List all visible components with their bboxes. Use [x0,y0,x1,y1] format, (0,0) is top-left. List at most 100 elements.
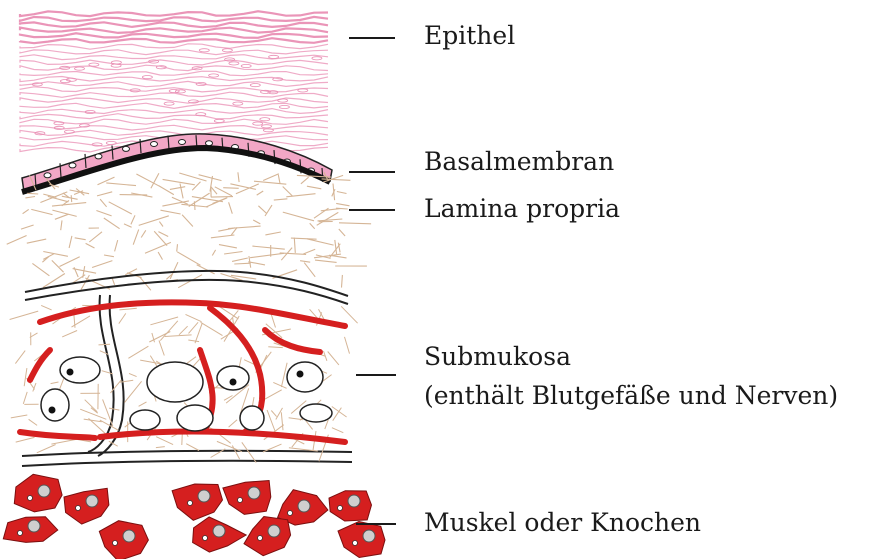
lamina-fiber [104,255,114,257]
submukosa-fiber [24,368,27,386]
muscle-nucleus [203,536,208,541]
lamina-fiber [212,250,215,256]
lamina-fiber [265,232,280,235]
lamina-fiber [151,173,159,188]
lamina-fiber [229,202,233,213]
lamina-fiber [23,209,29,213]
submukosa-fiber [186,444,199,451]
lamina-fiber [112,278,115,285]
lamina-fiber [115,240,118,251]
lamina-fiber [52,260,64,272]
muscle-nucleus [18,531,23,536]
epithel-cell [279,105,289,108]
fat-cell [217,366,249,390]
lamina-fiber [294,238,295,253]
submukosa-fiber [182,433,183,445]
submukosa-fiber [156,447,165,448]
pointer-basalmembran [349,171,395,173]
lamina-fiber [100,199,107,207]
submukosa-fiber [51,382,59,384]
muscle-nucleus [28,496,33,501]
lamina-fiber [7,236,27,245]
lamina-fiber [336,203,349,205]
epithel-strand [20,50,328,55]
epithel-cell [111,61,121,64]
label-basalmembran: Basalmembran [424,147,614,177]
muscle-dot [248,487,260,499]
submukosa-fiber [332,428,343,433]
lamina-fiber [158,252,162,260]
lamina-fiber [283,212,314,221]
epithel-cell [229,62,239,65]
submukosa-fiber [119,308,136,310]
lamina-fiber [177,252,200,265]
submukosa-fiber [16,437,35,442]
basal-cell-nucleus [151,142,158,147]
epithel-strand [20,38,328,43]
submukosa-fiber [271,411,276,417]
lamina-fiber [158,232,168,237]
lamina-fiber [253,220,260,224]
submukosa-fiber [99,344,111,345]
muscle-dot [28,520,40,532]
submukosa-fiber [341,306,357,323]
lamina-fiber [310,223,315,229]
lamina-fiber [52,203,86,207]
lamina-fiber [163,179,195,184]
epithel-cell [214,119,224,122]
submukosa-fiber [10,311,39,319]
lamina-fiber [177,244,178,251]
lamina-fiber [254,181,286,184]
epithel-strand [20,11,328,16]
submukosa-fiber [23,392,27,404]
submukosa-fiber [165,335,192,337]
submukosa-fiber [229,420,238,427]
lamina-fiber [106,183,136,186]
epithel-cell [269,55,279,58]
lamina-fiber [141,230,146,237]
submukosa-fiber [328,352,339,365]
pointer-epithel [349,37,395,39]
lamina-fiber [211,197,233,198]
submukosa-bottom-boundary [22,451,352,456]
lamina-fiber [61,220,62,230]
lamina-fiber [274,199,288,200]
lamina-fiber [21,225,34,229]
muscle-nucleus [353,541,358,546]
lamina-fiber [60,257,80,267]
epithel-cell [312,57,322,60]
basal-cell-nucleus [95,154,102,159]
submukosa-fiber [85,400,98,412]
lamina-fiber [86,243,95,248]
muscle-dot [268,525,280,537]
epithel-cell [222,49,232,52]
lamina-fiber [71,195,72,202]
muscle-layer [3,474,385,559]
muscle-nucleus [113,541,118,546]
lamina-fiber [159,222,163,227]
lamina-fiber [89,232,102,242]
lamina-fiber [55,214,69,219]
fat-cell [240,406,264,430]
submukosa-fiber [188,340,199,342]
lamina-fiber [339,223,371,224]
lamina-fiber [194,201,195,210]
epithel-strand [20,119,328,124]
epithel-strand [20,44,328,49]
submukosa-fiber [273,382,286,388]
lamina-fiber [300,261,310,263]
lamina-fiber [145,242,171,253]
submukosa-fiber [139,402,147,406]
lamina-propria-layer [7,172,371,290]
submukosa-fiber [189,322,199,333]
submukosa-fiber [15,351,25,364]
submukosa-fiber [333,408,342,421]
submukosa-fiber [186,314,202,321]
submukosa-fiber [281,363,287,387]
submukosa-fiber [160,321,178,341]
lamina-fiber [321,209,341,211]
basal-cell-nucleus [206,141,213,146]
muscle-nucleus [188,501,193,506]
lamina-fiber [280,253,306,255]
lamina-fiber [109,202,132,214]
